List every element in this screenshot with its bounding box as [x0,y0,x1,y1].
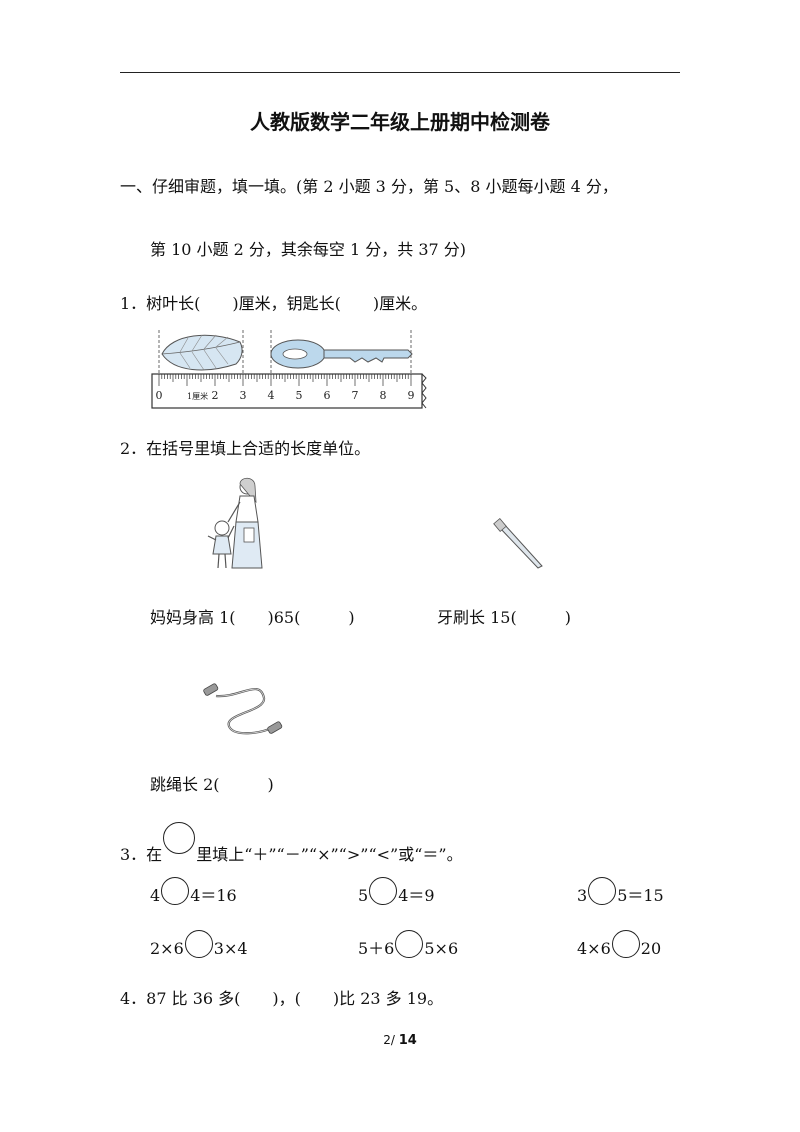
toothbrush-illustration [493,518,543,569]
answer-circle[interactable] [369,877,398,905]
leaf-icon [161,334,243,371]
section-heading-line2: 第 10 小题 2 分，其余每空 1 分，共 37 分) [150,240,467,259]
jump-rope-illustration [203,683,283,735]
question-1: 1．树叶长( )厘米，钥匙长( )厘米。 [120,294,428,313]
question-2: 2．在括号里填上合适的长度单位。 [120,439,371,458]
ruler-label: 5 [296,389,303,402]
ruler-ticks [158,374,412,386]
question-3: 3．在 里填上“＋”“－”“×”“>”“<”或“＝”。 [120,822,463,865]
page-title: 人教版数学二年级上册期中检测卷 [250,110,550,134]
ruler-figure: 0 1厘米 2 3 4 5 6 7 8 9 [151,330,427,409]
ruler-label: 1厘米 [187,391,208,401]
answer-circle[interactable] [161,877,190,905]
page-total: 14 [398,1033,417,1048]
mother-child-illustration [207,477,263,569]
ruler-label: 8 [380,389,387,402]
q2-mother-height: 妈妈身高 1( )65( ) [150,608,355,627]
ruler-label: 0 [156,389,163,402]
section-heading-line1: 一、仔细审题，填一填。(第 2 小题 3 分，第 5、8 小题每小题 4 分， [120,177,618,196]
ruler-label: 6 [324,389,331,402]
answer-circle-icon [163,822,196,854]
key-icon [270,339,413,369]
jump-rope-icon [203,683,283,735]
answer-circle[interactable] [588,877,617,905]
ruler-body [151,373,423,409]
page-current: 2/ [383,1033,395,1047]
mother-icon [227,477,263,569]
ruler-label: 2 [212,389,219,402]
q3-prefix: 3．在 [120,845,163,864]
answer-circle[interactable] [184,930,213,958]
question-4: 4．87 比 36 多( )，( )比 23 多 19。 [120,989,444,1008]
ruler-label: 3 [240,389,247,402]
ruler-label: 7 [352,389,359,402]
ruler-labels: 0 1厘米 2 3 4 5 6 7 8 9 [156,389,415,402]
q2-toothbrush-length: 牙刷长 15( ) [437,608,571,627]
toothbrush-icon [493,518,543,569]
answer-circle[interactable] [395,930,424,958]
ruler-label: 4 [268,389,275,402]
answer-circle[interactable] [611,930,640,958]
header-rule [120,72,680,73]
child-icon [207,520,235,569]
ruler-label: 9 [408,389,415,402]
q3-suffix: 里填上“＋”“－”“×”“>”“<”或“＝”。 [196,845,463,864]
page-number: 2/ 14 [0,1033,800,1048]
q2-rope-length: 跳绳长 2( ) [150,775,274,794]
